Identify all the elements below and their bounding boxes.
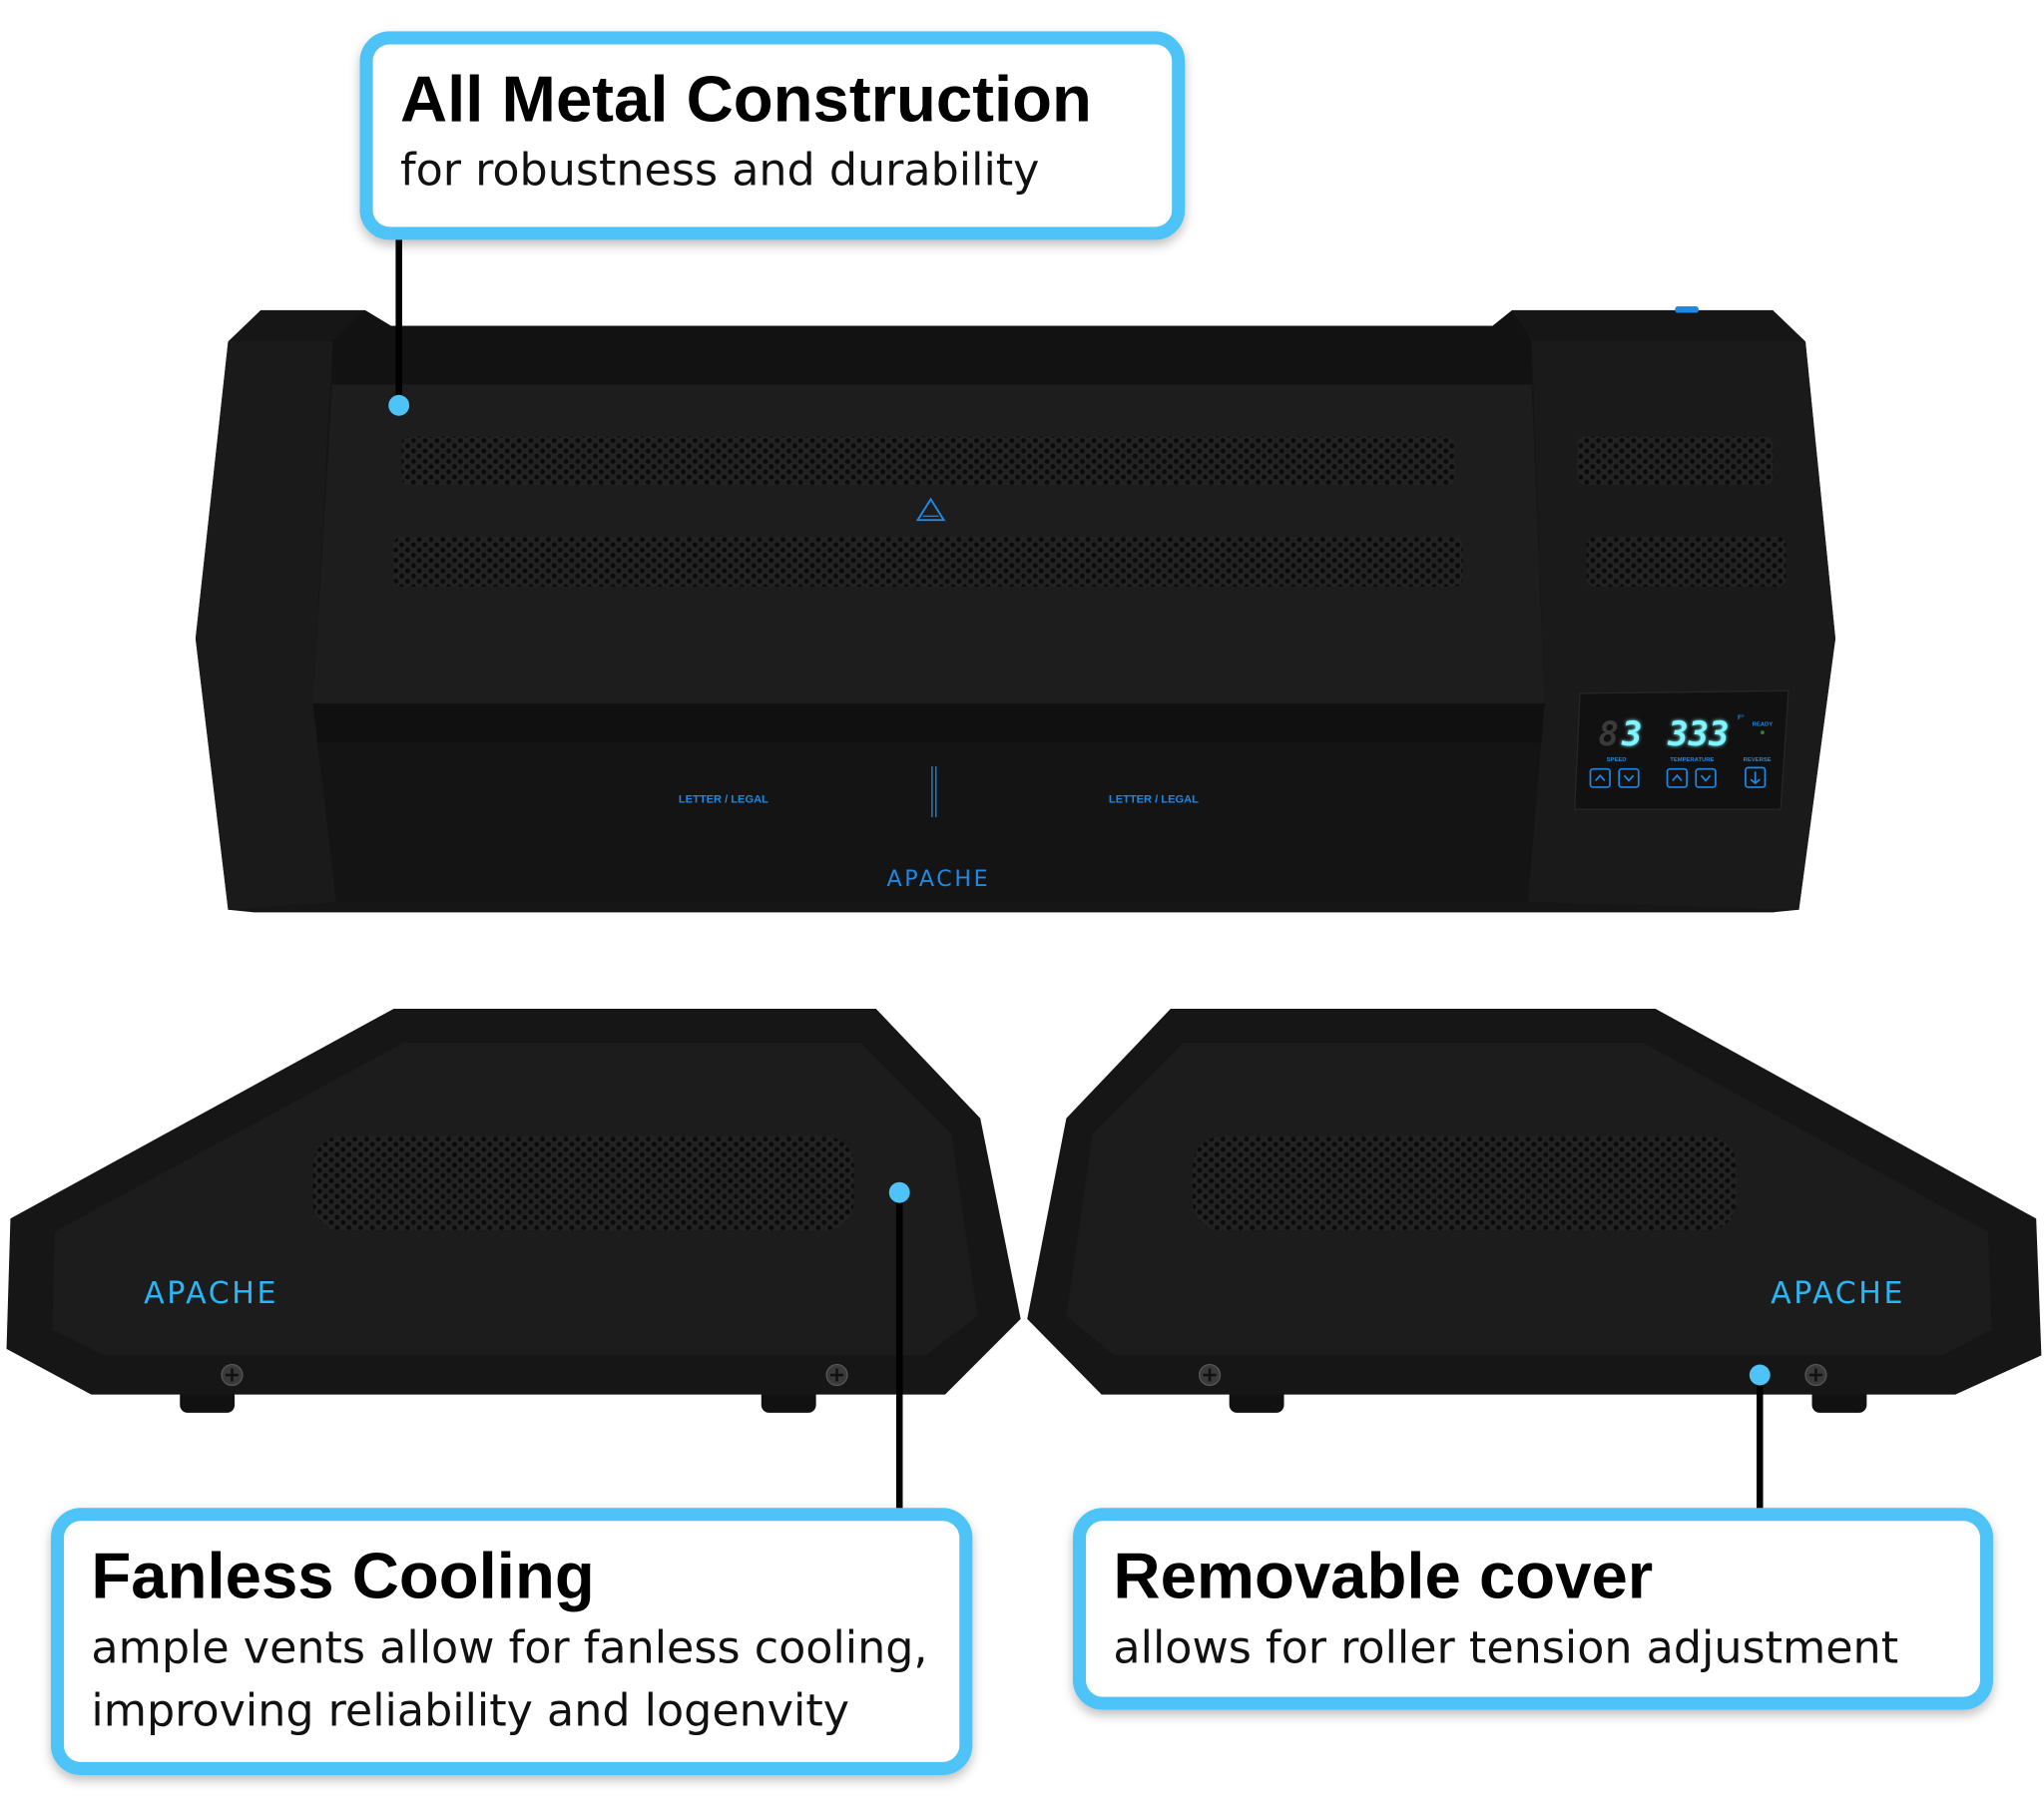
- screw-icon: [1198, 1363, 1222, 1387]
- speed-digit-dim: 8: [1599, 714, 1619, 754]
- callout-text: improving reliability and logenvity: [91, 1685, 849, 1736]
- callout-text: ample vents allow for fanless cooling,: [91, 1623, 927, 1674]
- brand-logo: APACHE: [144, 1276, 278, 1311]
- callout-title: Removable cover: [1113, 1539, 1653, 1611]
- screw-icon: [825, 1363, 848, 1387]
- temperature-down-button[interactable]: [1695, 767, 1717, 788]
- screw-icon: [221, 1363, 244, 1387]
- power-indicator: [1675, 305, 1699, 313]
- callout-leader-lines: [388, 234, 1771, 1513]
- speed-display: 3: [1621, 714, 1642, 754]
- callout-title: Fanless Cooling: [91, 1539, 594, 1611]
- center-guide-mark: [931, 766, 937, 817]
- hot-surface-warning-icon: [915, 497, 946, 522]
- temperature-label: TEMPERATURE: [1670, 757, 1714, 763]
- control-panel: 8 3 333 F° READY SPEED TEMPERATURE REVER…: [1574, 689, 1789, 810]
- callout-text: allows for roller tension adjustment: [1113, 1623, 1898, 1674]
- ready-label: READY: [1753, 722, 1774, 728]
- callout-text: for robustness and durability: [400, 146, 1039, 197]
- laminator-right-side-view: APACHE: [1027, 1008, 2042, 1413]
- callout-title: All Metal Construction: [400, 63, 1092, 136]
- vent-top: [401, 436, 1455, 485]
- tray-label-right: LETTER / LEGAL: [1109, 794, 1199, 806]
- side-vent-right: [1193, 1135, 1737, 1231]
- brand-logo: APACHE: [1771, 1276, 1905, 1311]
- vent-right-top: [1577, 436, 1774, 485]
- brand-logo: APACHE: [887, 866, 991, 892]
- callout-removable-cover: Removable cover allows for roller tensio…: [1072, 1508, 1994, 1710]
- callout-all-metal-construction: All Metal Construction for robustness an…: [359, 31, 1186, 240]
- laminator-front-view: LETTER / LEGAL LETTER / LEGAL APACHE 8 3…: [195, 305, 1836, 913]
- ready-led: [1760, 730, 1765, 735]
- speed-label: SPEED: [1607, 757, 1627, 763]
- side-vent-left: [312, 1135, 854, 1231]
- laminator-left-side-view: APACHE: [6, 1008, 1021, 1413]
- callout-fanless-cooling: Fanless Cooling ample vents allow for fa…: [50, 1508, 973, 1775]
- reverse-button[interactable]: [1745, 766, 1767, 788]
- temperature-display: 333: [1667, 714, 1729, 754]
- screw-icon: [1804, 1363, 1827, 1387]
- temperature-up-button[interactable]: [1666, 767, 1688, 788]
- tray-label-left: LETTER / LEGAL: [679, 794, 768, 806]
- reverse-label: REVERSE: [1744, 757, 1772, 763]
- temperature-unit: F°: [1738, 713, 1745, 721]
- vent-right-bottom: [1586, 537, 1787, 587]
- vent-bottom: [393, 537, 1463, 587]
- speed-up-button[interactable]: [1589, 767, 1611, 788]
- speed-down-button[interactable]: [1618, 767, 1640, 788]
